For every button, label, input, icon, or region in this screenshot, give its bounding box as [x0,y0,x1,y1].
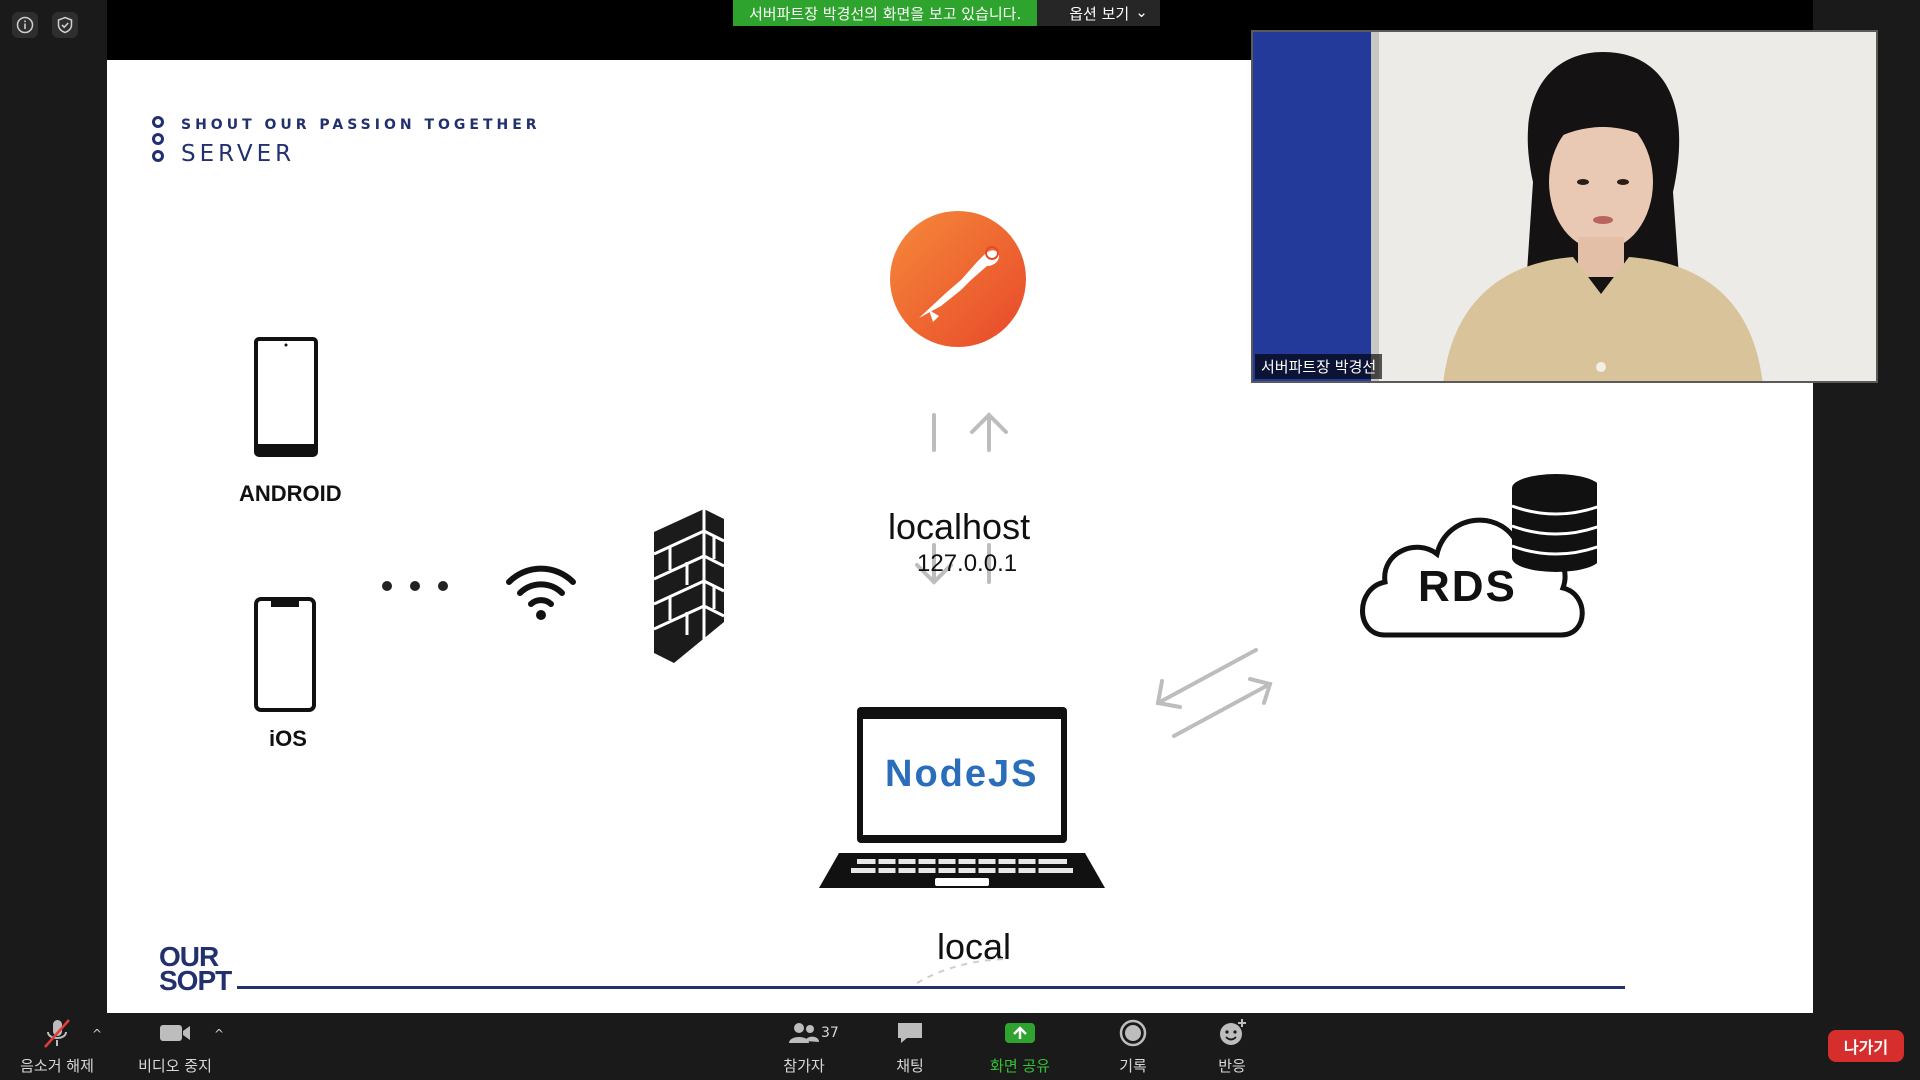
our-sopt-logo: OUR SOPT [159,941,232,996]
leave-meeting-button[interactable]: 나가기 [1828,1030,1904,1062]
viewing-banner: 서버파트장 박경선의 화면을 보고 있습니다. 옵션 보기 ⌄ [733,0,1160,26]
share-screen-label: 화면 공유 [990,1057,1050,1075]
postman-logo-icon [890,211,1026,347]
view-options-label: 옵션 보기 [1069,5,1130,23]
unmute-label: 음소거 해제 [20,1057,94,1075]
audio-options-caret-icon[interactable]: ^ [92,1027,103,1041]
participants-label: 참가자 [783,1057,825,1075]
android-phone-icon [254,337,318,457]
shield-icon[interactable] [52,12,78,38]
localhost-label: localhost [888,506,1031,547]
participant-name-label: 서버파트장 박경선 [1255,354,1383,379]
microphone-muted-icon [40,1013,74,1053]
share-screen-button[interactable]: 화면 공유 [985,1013,1055,1080]
participant-video-tile[interactable]: 서버파트장 박경선 [1251,30,1878,383]
two-way-arrows-icon [1155,648,1273,738]
slide-title: SERVER [181,141,296,167]
nodejs-label: NodeJS [885,753,1039,795]
viewing-message: 서버파트장 박경선의 화면을 보고 있습니다. [733,0,1038,26]
participants-icon [787,1013,821,1053]
video-options-caret-icon[interactable]: ^ [214,1027,225,1041]
firewall-icon [653,509,725,663]
rds-cloud-icon [1360,474,1597,638]
participants-count: 37 [821,1025,839,1041]
footer-rule [237,986,1625,989]
share-screen-icon [1005,1013,1035,1053]
logo-line-2: SOPT [159,965,232,996]
faint-curve-decoration [916,958,1006,984]
rds-label: RDS [1418,562,1517,611]
ellipsis-icon [382,581,448,591]
participants-button[interactable]: 참가자 [776,1013,832,1080]
record-label: 기록 [1119,1057,1147,1075]
stop-video-label: 비디오 중지 [138,1057,212,1075]
info-icon[interactable] [12,12,38,38]
video-camera-icon [158,1013,192,1053]
laptop-icon [819,707,1105,888]
wifi-icon [506,565,576,620]
slide-tagline: SHOUT OUR PASSION TOGETHER [181,117,541,133]
record-icon [1119,1013,1147,1053]
chat-icon [895,1013,925,1053]
ios-phone-icon [254,597,316,712]
shared-screen: SHOUT OUR PASSION TOGETHER SERVER ANDROI… [107,0,1813,1013]
stop-video-button[interactable]: 비디오 중지 [131,1013,219,1080]
chat-button[interactable]: 채팅 [886,1013,934,1080]
reactions-label: 반응 [1218,1057,1246,1075]
unmute-button[interactable]: 음소거 해제 [14,1013,100,1080]
chat-label: 채팅 [896,1057,924,1075]
ios-label: iOS [269,726,307,751]
view-options-button[interactable]: 옵션 보기 ⌄ [1037,0,1160,26]
reactions-button[interactable]: 반응 [1208,1013,1256,1080]
logo-line-1: OUR [159,941,219,972]
request-arrows-icon [915,412,1008,585]
meeting-toolbar: 음소거 해제 ^ 비디오 중지 ^ 참가자 37 [0,1013,1920,1080]
localhost-ip-label: 127.0.0.1 [917,550,1018,577]
chevron-down-icon: ⌄ [1135,3,1148,21]
reactions-icon [1217,1013,1247,1053]
android-label: ANDROID [239,481,342,506]
header-dots [152,116,166,167]
participant-video-feed [1253,32,1876,381]
record-button[interactable]: 기록 [1109,1013,1157,1080]
